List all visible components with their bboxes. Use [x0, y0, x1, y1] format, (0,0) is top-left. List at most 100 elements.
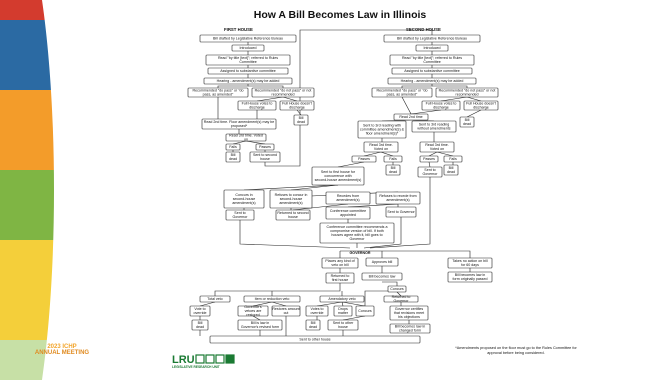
- flow-node-label: Read "by title [text]"; referred to Rule…: [402, 56, 462, 64]
- governor-label: GOVERNOR: [350, 251, 371, 255]
- flow-node-label: Bill drafted by Legislative Reference Bu…: [213, 36, 283, 40]
- flow-node-s-fails-a: Fails: [383, 155, 403, 163]
- flow-node-box: [225, 151, 241, 163]
- flow-node-label: Hearing - amendment(s) may be added: [217, 79, 280, 83]
- flow-node-label: Read 2nd time. Floor amendment(s) may be…: [204, 120, 275, 128]
- flow-node-box: [209, 335, 421, 344]
- page-title: How A Bill Becomes Law in Illinois: [253, 9, 427, 21]
- flow-node-label: Read 3rd time.Voted on: [369, 143, 393, 151]
- flow-node-sent-gov-b: Sent to Governor: [385, 206, 417, 218]
- event-logo-line2: ANNUAL MEETING: [34, 350, 90, 356]
- flow-node-s-read3a: Read 3rd time.Voted on: [363, 141, 399, 153]
- flow-node-label: Assigned to substantive committee: [404, 69, 460, 73]
- flow-node-box: [191, 319, 209, 331]
- flow-node-box: [443, 164, 459, 176]
- flow-node-s-passes-a: Passes: [351, 155, 377, 163]
- flow-connector: [245, 140, 266, 145]
- flow-node-s-passes-b: Passes: [419, 155, 439, 163]
- flow-node-box: [447, 271, 493, 283]
- flow-connector: [217, 84, 249, 88]
- stripe-yellow-bar: [0, 240, 58, 340]
- flow-node-box: [411, 120, 457, 133]
- lru-logo: LRU LEGISLATIVE RESEARCH UNIT: [172, 353, 242, 374]
- flow-node-box: [225, 143, 241, 151]
- flow-node-f-hearing: Hearing - amendment(s) may be added: [203, 77, 293, 85]
- flow-node-label: Read "by title [text]"; referred to Rule…: [218, 56, 278, 64]
- flow-node-total-veto: Total veto: [199, 295, 231, 303]
- flow-node-box: [275, 209, 311, 221]
- flow-node-box: [223, 189, 265, 209]
- flow-node-f-read2: Read 2nd time. Floor amendment(s) may be…: [201, 118, 277, 130]
- flow-connector: [232, 140, 247, 145]
- flow-node-becomes-law: Bill becomes law: [361, 272, 403, 281]
- flow-connector: [382, 281, 398, 286]
- flow-node-label: Sent to Governor: [387, 210, 415, 214]
- flow-node-label: Passes: [423, 157, 435, 161]
- flow-node-box: [279, 100, 315, 111]
- flow-node-box: [385, 206, 417, 218]
- flow-connector: [341, 301, 366, 307]
- flow-node-s-read1: Read "by title [text]"; referred to Rule…: [389, 54, 475, 66]
- flow-connector: [282, 96, 298, 102]
- flow-node-label: Fails: [449, 157, 457, 161]
- flow-node-box: [383, 155, 403, 163]
- flow-node-label: Introduced: [240, 46, 257, 50]
- flow-node-box: [383, 34, 481, 43]
- flow-node-label: Passes: [259, 145, 271, 149]
- flow-connector: [290, 184, 339, 191]
- flow-connector: [252, 301, 273, 307]
- flow-node-f-intro: Introduced: [231, 44, 265, 52]
- flow-node-box: [225, 133, 267, 142]
- flow-node-box: [393, 113, 429, 121]
- flow-node-box: [319, 295, 365, 303]
- flow-node-box: [333, 305, 353, 317]
- flow-node-box: [205, 54, 291, 66]
- flow-connector: [369, 177, 431, 249]
- flow-connector: [256, 96, 284, 102]
- flow-node-label: Amendatory veto: [328, 297, 355, 301]
- flow-connector: [428, 161, 431, 168]
- flow-node-box: [321, 257, 359, 269]
- flow-node-box: [249, 151, 281, 163]
- flow-node-f-drafted: Bill drafted by Legislative Reference Bu…: [199, 34, 297, 43]
- header-first-house: FIRST HOUSE: [224, 27, 253, 32]
- flow-node-box: [243, 295, 301, 303]
- flow-node-box: [435, 87, 499, 98]
- flow-connector: [380, 151, 394, 157]
- flow-node-box: [201, 118, 277, 130]
- flow-node-amendatory: Amendatory veto: [319, 295, 365, 303]
- flow-connector: [428, 151, 438, 157]
- flow-node-box: [357, 120, 407, 139]
- flow-node-box: [293, 114, 309, 126]
- flow-node-box: [199, 34, 297, 43]
